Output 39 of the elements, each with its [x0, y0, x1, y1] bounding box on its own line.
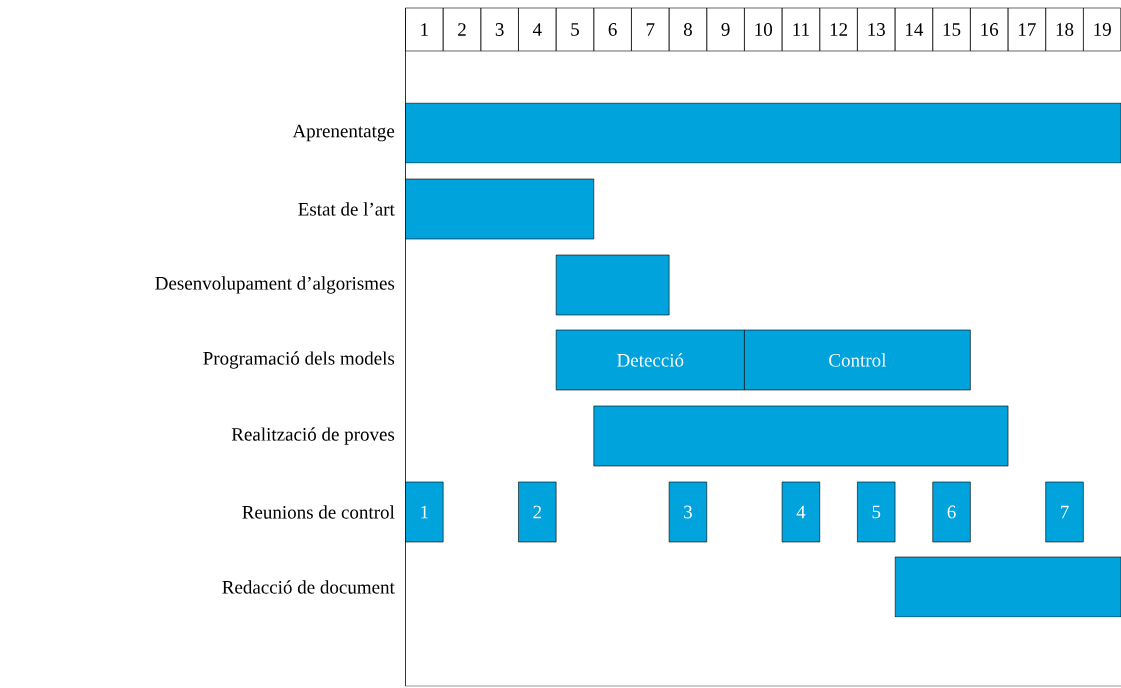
- milestone-box: 7: [1045, 481, 1084, 543]
- row-label: Redacció de document: [222, 580, 395, 594]
- week-number-cell: 11: [781, 7, 821, 52]
- milestone-box: 1: [405, 481, 444, 543]
- week-number-cell: 17: [1007, 7, 1046, 52]
- week-number-cell: 10: [744, 7, 783, 52]
- week-number-cell: 13: [857, 7, 896, 52]
- milestone-box: 5: [857, 481, 896, 543]
- task-bar: Detecció: [555, 329, 745, 391]
- row-label: Realització de proves: [231, 427, 395, 445]
- week-number-cell: 5: [555, 7, 595, 52]
- week-number-cell: 14: [894, 7, 933, 52]
- week-number-cell: 6: [593, 7, 632, 52]
- week-number-cell: 1: [405, 7, 444, 52]
- week-number-cell: 7: [631, 7, 670, 52]
- week-number-cell: 19: [1083, 7, 1121, 52]
- task-bar: [405, 178, 595, 240]
- task-bar: [894, 556, 1121, 618]
- week-number-cell: 8: [668, 7, 708, 52]
- milestone-box: 2: [518, 481, 557, 543]
- milestone-box: 3: [668, 481, 708, 543]
- week-number-cell: 18: [1045, 7, 1084, 52]
- week-number-cell: 12: [819, 7, 858, 52]
- week-number-cell: 2: [442, 7, 482, 52]
- row-label: Estat de l’art: [298, 202, 395, 216]
- week-number-cell: 4: [518, 7, 557, 52]
- week-number-cell: 16: [970, 7, 1009, 52]
- task-bar: Control: [744, 329, 971, 391]
- row-label: Aprenentatge: [292, 124, 395, 142]
- week-number-cell: 3: [480, 7, 519, 52]
- week-number-cell: 15: [932, 7, 971, 52]
- row-label: Desenvolupament d’algorismes: [155, 276, 395, 294]
- task-bar: [405, 102, 1121, 164]
- milestone-box: 6: [932, 481, 971, 543]
- week-number-cell: 9: [706, 7, 745, 52]
- row-label: Programació dels models: [203, 351, 395, 369]
- task-bar: [593, 405, 1009, 467]
- milestone-box: 4: [781, 481, 821, 543]
- task-bar: [555, 254, 670, 316]
